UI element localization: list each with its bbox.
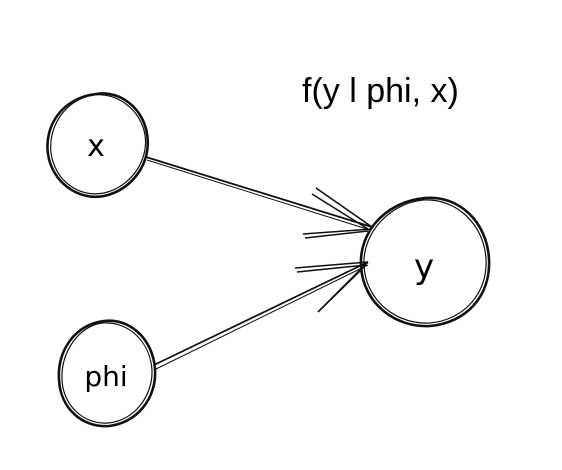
edge-x-to-y-line xyxy=(145,156,373,228)
node-x-circle xyxy=(46,92,150,199)
edge-x-to-y-arrowhead-lower xyxy=(302,228,373,239)
edge-phi-to-y-line-overstroke xyxy=(155,264,369,370)
node-phi: phi xyxy=(57,319,157,428)
node-y-circle xyxy=(359,196,491,328)
node-y-circle-overstroke xyxy=(363,199,487,324)
edge-x-to-y-line-overstroke xyxy=(146,159,371,231)
node-phi-circle xyxy=(57,319,157,428)
edge-x-to-y xyxy=(145,156,373,239)
node-x: x xyxy=(46,92,150,199)
node-y: y xyxy=(359,196,491,328)
edge-phi-to-y-arrowhead-upper xyxy=(294,261,369,273)
node-y-label: y xyxy=(414,247,434,287)
node-x-label: x xyxy=(87,129,105,164)
node-phi-label: phi xyxy=(84,360,127,393)
formula-label: f(y l phi, x) xyxy=(302,72,459,110)
node-x-circle-overstroke xyxy=(50,94,147,195)
edge-x-to-y-arrowhead-upper xyxy=(311,187,373,230)
node-phi-circle-overstroke xyxy=(61,322,153,424)
edge-phi-to-y-arrowhead-lower xyxy=(317,261,369,313)
edge-phi-to-y-line xyxy=(153,261,369,366)
edge-phi-to-y xyxy=(153,261,369,370)
